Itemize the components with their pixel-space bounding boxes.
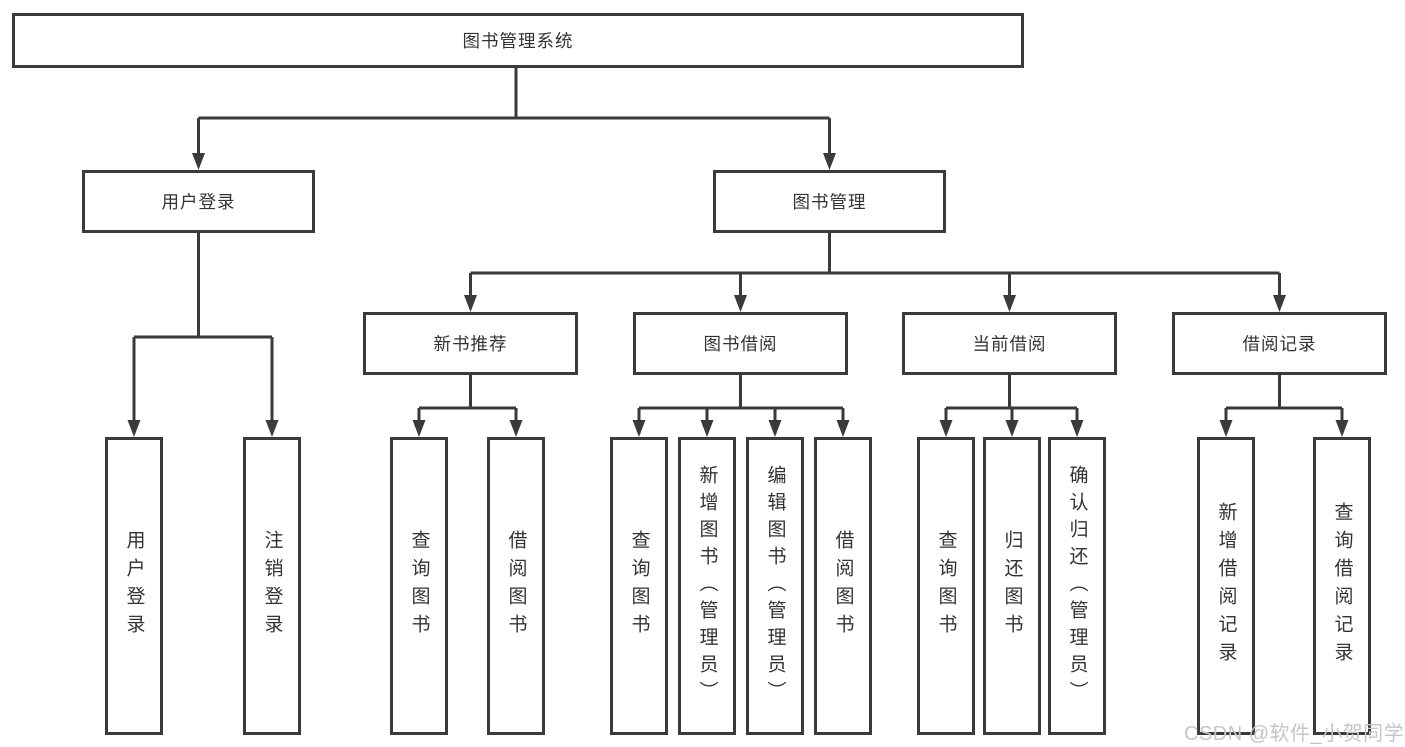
node-label: 借阅记录: [1242, 334, 1317, 354]
leaf-borrow-query-books: 查询图书: [610, 437, 668, 735]
node-user-login: 用户登录: [82, 170, 315, 233]
node-label: 新增借阅记录: [1215, 502, 1237, 670]
leaf-records-add-record: 新增借阅记录: [1197, 437, 1255, 735]
node-book-borrow: 图书借阅: [633, 312, 848, 375]
csdn-watermark: CSDN @软件_小贺同学: [1184, 723, 1405, 745]
leaf-borrow-add-books-admin: 新增图书（管理员）: [678, 437, 736, 735]
node-label: 归还图书: [1001, 530, 1023, 642]
node-label: 编辑图书（管理员）: [764, 464, 786, 708]
node-label: 查询借阅记录: [1331, 502, 1353, 670]
node-label: 借阅图书: [505, 530, 527, 642]
leaf-recommend-query-books: 查询图书: [390, 437, 448, 735]
leaf-records-query-record: 查询借阅记录: [1313, 437, 1371, 735]
leaf-borrow-edit-books-admin: 编辑图书（管理员）: [746, 437, 804, 735]
node-label: 图书管理系统: [462, 31, 574, 51]
node-book-management: 图书管理: [713, 170, 946, 233]
node-label: 查询图书: [408, 530, 430, 642]
leaf-user-login: 用户登录: [105, 437, 163, 735]
node-label: 查询图书: [935, 530, 957, 642]
leaf-current-query-books: 查询图书: [917, 437, 975, 735]
node-label: 借阅图书: [832, 530, 854, 642]
leaf-current-confirm-return-admin: 确认归还（管理员）: [1048, 437, 1106, 735]
leaf-recommend-borrow-books: 借阅图书: [487, 437, 545, 735]
node-label: 注销登录: [261, 530, 283, 642]
node-label: 用户登录: [123, 530, 145, 642]
leaf-current-return-books: 归还图书: [983, 437, 1041, 735]
node-label: 用户登录: [161, 192, 236, 212]
node-label: 图书管理: [792, 192, 867, 212]
node-root: 图书管理系统: [12, 13, 1024, 68]
node-label: 查询图书: [628, 530, 650, 642]
node-label: 当前借阅: [972, 334, 1047, 354]
node-label: 图书借阅: [703, 334, 778, 354]
leaf-borrow-borrow-books: 借阅图书: [814, 437, 872, 735]
node-current-borrow: 当前借阅: [902, 312, 1117, 375]
node-new-book-recommend: 新书推荐: [363, 312, 578, 375]
leaf-logout: 注销登录: [243, 437, 301, 735]
node-label: 新增图书（管理员）: [696, 464, 718, 708]
node-label: 新书推荐: [433, 334, 508, 354]
node-label: 确认归还（管理员）: [1066, 464, 1088, 708]
node-borrow-records: 借阅记录: [1172, 312, 1387, 375]
